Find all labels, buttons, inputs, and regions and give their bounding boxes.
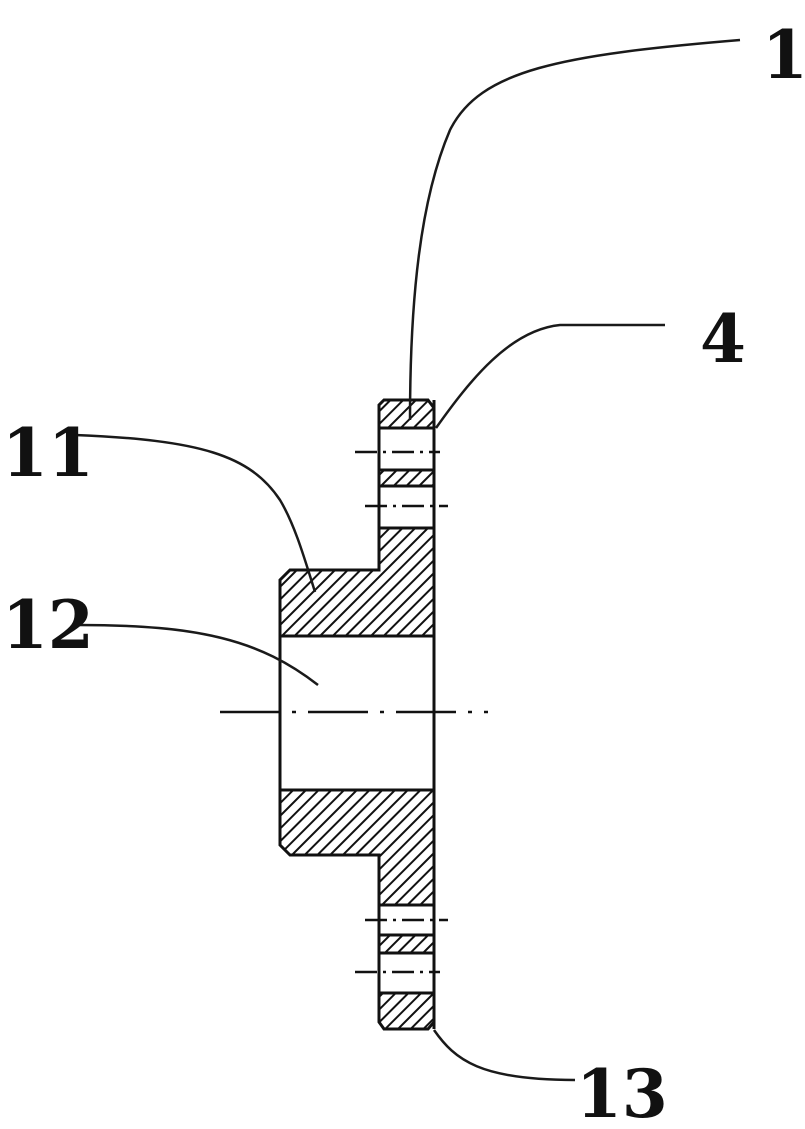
- center-lines: [220, 450, 488, 974]
- flange-bottom-segment: [377, 991, 436, 1031]
- label-11: 11: [2, 414, 94, 492]
- leader-lines: [74, 38, 741, 1082]
- label-1: 1: [762, 16, 805, 94]
- label-4: 4: [700, 300, 746, 378]
- leader-line-12: [77, 623, 319, 686]
- hub-upper-wall: [278, 526, 436, 638]
- reference-labels: 1 4 11 12 13: [2, 16, 805, 1129]
- hub-lower-wall: [278, 788, 436, 907]
- hub: [278, 526, 436, 907]
- flange-top-segment: [377, 398, 436, 430]
- leader-line-13: [432, 1029, 576, 1082]
- bolt-hole-upper-a: [377, 426, 436, 472]
- label-13: 13: [576, 1055, 668, 1129]
- label-12: 12: [2, 586, 94, 664]
- leader-line-1: [408, 38, 741, 421]
- leader-line-4: [434, 323, 665, 429]
- flange-band-lower: [377, 933, 436, 955]
- flange-band-upper: [377, 468, 436, 488]
- flange-plate: [377, 398, 436, 1031]
- leader-line-11: [74, 433, 317, 593]
